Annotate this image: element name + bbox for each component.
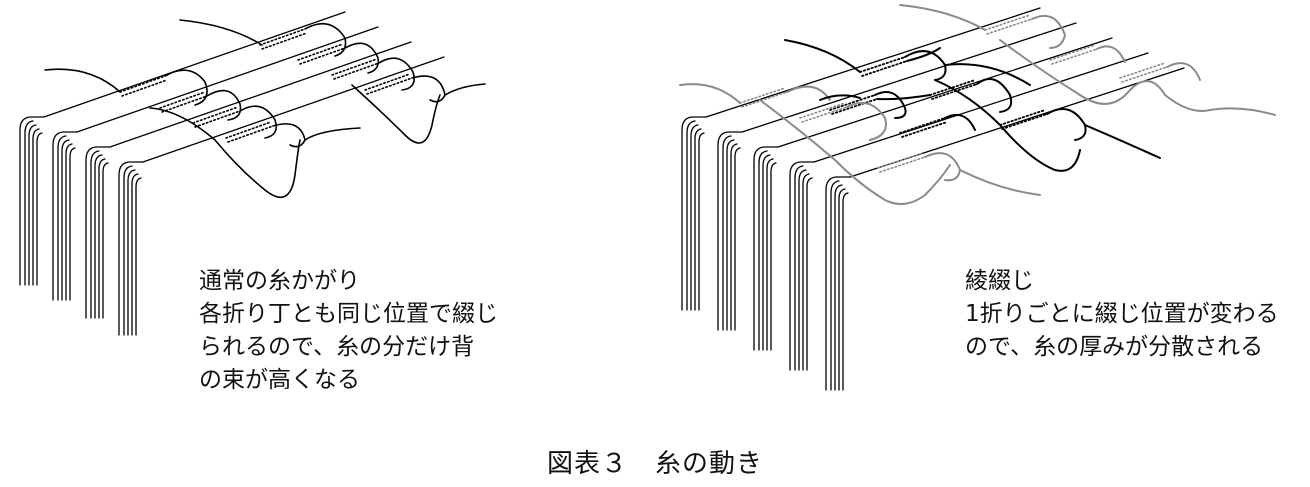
caption-line: 通常の糸かがり xyxy=(199,268,360,294)
signature-r1 xyxy=(681,7,1041,311)
thread-left xyxy=(44,19,486,199)
signature-3 xyxy=(85,41,412,319)
stitch-holes-black xyxy=(829,56,1048,138)
signature-4 xyxy=(118,56,445,336)
signature-r4 xyxy=(789,52,1149,371)
stitch-holes-grey xyxy=(739,14,1168,173)
thread-grey xyxy=(679,4,1276,205)
standard-sewing-caption: 通常の糸かがり 各折り丁とも同じ位置で綴じ られるので、糸の分だけ背 の束が高く… xyxy=(199,265,498,397)
caption-line: 各折り丁とも同じ位置で綴じ xyxy=(199,301,498,327)
signature-stack-right xyxy=(681,7,1185,391)
signature-r2 xyxy=(717,22,1077,331)
standard-sewing-illustration xyxy=(19,11,486,336)
signature-r3 xyxy=(753,37,1113,351)
signature-1 xyxy=(19,11,346,286)
thread-black xyxy=(784,39,1161,172)
figure-title: 図表３ 糸の動き xyxy=(546,449,763,479)
caption-line: の束が高くなる xyxy=(199,367,360,393)
signature-stack-left xyxy=(19,11,445,336)
caption-line: 綾綴じ xyxy=(965,268,1034,294)
signature-2 xyxy=(52,26,379,301)
staggered-sewing-illustration xyxy=(679,4,1276,391)
caption-line: られるので、糸の分だけ背 xyxy=(199,334,475,360)
caption-line: 1折りごとに綴じ位置が変わる xyxy=(965,301,1279,327)
staggered-sewing-caption: 綾綴じ 1折りごとに綴じ位置が変わる ので、糸の厚みが分散される xyxy=(965,265,1279,364)
caption-line: ので、糸の厚みが分散される xyxy=(965,334,1264,360)
stitch-holes-left xyxy=(119,28,413,143)
